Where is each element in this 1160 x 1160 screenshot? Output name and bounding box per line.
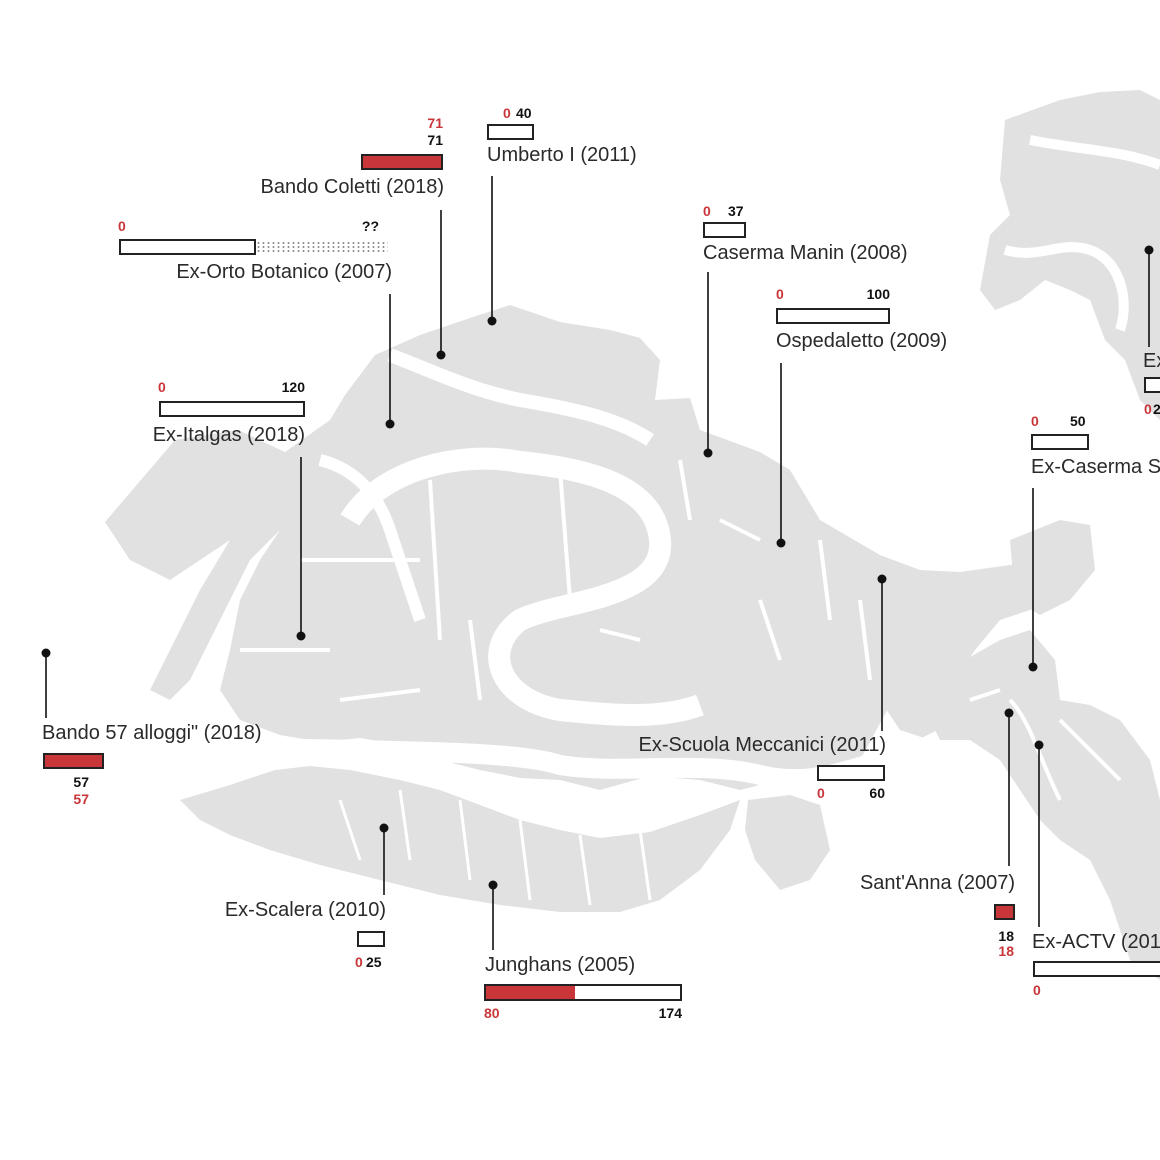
unknown-total-dotted-extension xyxy=(256,241,388,253)
location-dot-manin xyxy=(703,448,713,458)
assigned-count-actv: 0 xyxy=(1033,982,1041,998)
assigned-count-umberto: 0 xyxy=(503,105,511,121)
assigned-count-ospedaletto: 0 xyxy=(776,286,784,302)
total-count-coletti: 71 xyxy=(427,132,443,148)
housing-bar-junghans xyxy=(484,984,682,1001)
housing-bar-caserma-s xyxy=(1031,434,1089,450)
location-dot-bando57 xyxy=(41,648,51,658)
total-count-ex-edge: 2 xyxy=(1153,401,1160,417)
housing-bar-scalera xyxy=(357,931,385,947)
assigned-fill-santanna xyxy=(996,906,1013,918)
total-count-umberto: 40 xyxy=(516,105,532,121)
assigned-count-orto: 0 xyxy=(118,218,126,234)
housing-bar-ospedaletto xyxy=(776,308,890,324)
total-count-orto: ?? xyxy=(361,218,379,234)
housing-bar-coletti xyxy=(361,154,443,170)
housing-bar-santanna xyxy=(994,904,1015,920)
housing-bar-meccanici xyxy=(817,765,885,781)
assigned-fill-junghans xyxy=(486,986,576,999)
site-label-junghans: Junghans (2005) xyxy=(485,954,636,976)
assigned-count-bando57: 57 xyxy=(73,791,89,807)
housing-bar-bando57 xyxy=(43,753,104,769)
total-count-junghans: 174 xyxy=(658,1005,682,1021)
land-mass-giudecca xyxy=(180,766,830,912)
housing-bar-italgas xyxy=(159,401,305,417)
housing-bar-umberto xyxy=(487,124,534,140)
location-dot-umberto xyxy=(487,316,497,326)
assigned-count-caserma-s: 0 xyxy=(1031,413,1039,429)
housing-bar-orto xyxy=(119,239,256,255)
site-label-manin: Caserma Manin (2008) xyxy=(703,242,908,264)
total-count-scalera: 25 xyxy=(366,954,382,970)
assigned-count-scalera: 0 xyxy=(355,954,363,970)
total-count-bando57: 57 xyxy=(73,774,89,790)
total-count-meccanici: 60 xyxy=(869,785,885,801)
assigned-count-junghans: 80 xyxy=(484,1005,500,1021)
total-count-ospedaletto: 100 xyxy=(866,286,890,302)
location-dot-actv xyxy=(1034,740,1044,750)
land-mass-san-michele xyxy=(980,90,1160,420)
location-dot-orto xyxy=(385,419,395,429)
total-count-italgas: 120 xyxy=(281,379,305,395)
site-label-orto: Ex-Orto Botanico (2007) xyxy=(176,261,392,283)
housing-bar-actv xyxy=(1033,961,1160,977)
location-dot-ex-edge xyxy=(1144,245,1154,255)
housing-bar-manin xyxy=(703,222,746,238)
site-label-bando57: Bando 57 alloggi" (2018) xyxy=(42,722,262,744)
location-dot-italgas xyxy=(296,631,306,641)
assigned-count-santanna: 18 xyxy=(998,943,1014,959)
site-label-ospedaletto: Ospedaletto (2009) xyxy=(776,330,948,352)
assigned-count-ex-edge: 0 xyxy=(1144,401,1152,417)
location-dot-meccanici xyxy=(877,574,887,584)
location-dot-ospedaletto xyxy=(776,538,786,548)
assigned-count-meccanici: 0 xyxy=(817,785,825,801)
site-label-italgas: Ex-Italgas (2018) xyxy=(152,424,305,446)
site-label-actv: Ex-ACTV (201 xyxy=(1032,931,1160,953)
site-label-meccanici: Ex-Scuola Meccanici (2011) xyxy=(638,734,886,756)
housing-bar-ex-edge xyxy=(1144,377,1160,393)
location-dot-junghans xyxy=(488,880,498,890)
site-label-santanna: Sant'Anna (2007) xyxy=(859,872,1015,894)
land-mass-castello-east xyxy=(880,520,1160,980)
assigned-fill-bando57 xyxy=(45,755,102,767)
location-dot-scalera xyxy=(379,823,389,833)
location-dot-santanna xyxy=(1004,708,1014,718)
assigned-count-italgas: 0 xyxy=(158,379,166,395)
location-dot-caserma-s xyxy=(1028,662,1038,672)
assigned-count-coletti: 71 xyxy=(427,115,443,131)
site-label-scalera: Ex-Scalera (2010) xyxy=(224,899,386,921)
total-count-caserma-s: 50 xyxy=(1070,413,1086,429)
location-dot-coletti xyxy=(436,350,446,360)
site-label-caserma-s: Ex-Caserma S xyxy=(1031,456,1160,478)
site-label-ex-edge: Ex xyxy=(1143,350,1160,372)
land-mass-cannaregio-sanmarco xyxy=(105,305,1055,790)
site-label-coletti: Bando Coletti (2018) xyxy=(260,176,444,198)
total-count-manin: 37 xyxy=(728,203,744,219)
total-count-santanna: 18 xyxy=(998,928,1014,944)
site-label-umberto: Umberto I (2011) xyxy=(487,144,637,166)
assigned-fill-coletti xyxy=(363,156,441,168)
assigned-count-manin: 0 xyxy=(703,203,711,219)
